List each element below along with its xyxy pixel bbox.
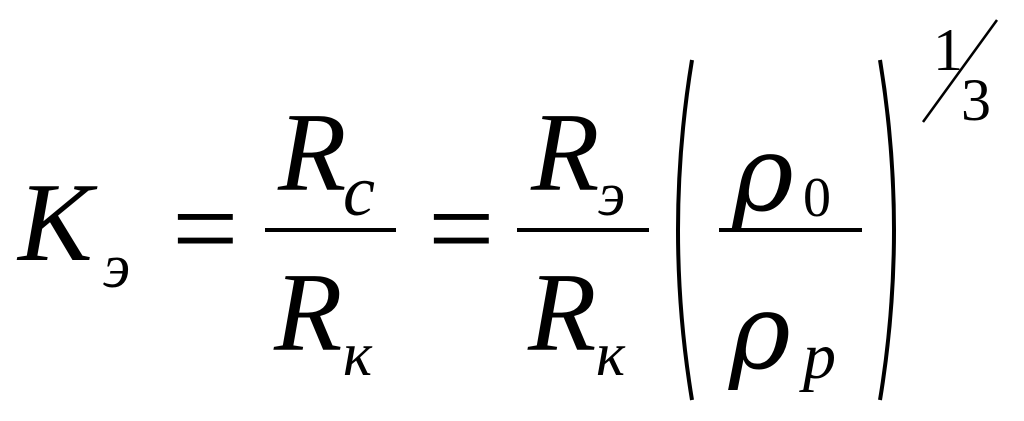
exponent-slash <box>921 19 999 123</box>
equals-sign-1: = <box>172 163 239 294</box>
fraction2-numerator-subscript: э <box>598 161 625 229</box>
inner-denominator-symbol: ρ <box>728 271 791 393</box>
inner-numerator-symbol: ρ <box>731 113 794 235</box>
left-parenthesis <box>676 59 694 401</box>
fraction2-numerator-symbol: R <box>530 91 599 215</box>
lhs-subscript: э <box>103 233 130 301</box>
equals-sign-2: = <box>428 163 495 294</box>
right-parenthesis <box>878 59 896 401</box>
fraction2-denominator-symbol: R <box>527 251 596 375</box>
inner-denominator-subscript: p <box>799 320 836 393</box>
fraction1-numerator-subscript: c <box>343 151 375 231</box>
fraction1-denominator-symbol: R <box>273 251 342 375</box>
lhs-symbol: K <box>16 161 98 285</box>
fraction2-denominator-subscript: к <box>596 321 626 389</box>
fraction1-numerator-symbol: R <box>277 91 346 215</box>
inner-numerator-subscript: 0 <box>803 167 831 229</box>
exponent-denominator: 3 <box>961 67 991 133</box>
fraction1-denominator-subscript: к <box>343 321 373 389</box>
